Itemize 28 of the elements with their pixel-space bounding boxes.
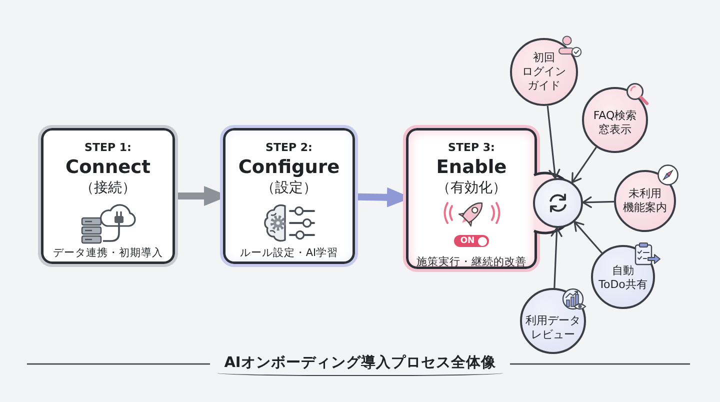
arrow bbox=[574, 221, 602, 254]
step-subtitle: （接続） bbox=[80, 178, 136, 196]
step-box bbox=[403, 125, 540, 272]
step-title: Configure bbox=[238, 156, 340, 178]
step-subtitle: （有効化） bbox=[436, 178, 506, 196]
step-description: データ連携・初期導入 bbox=[53, 246, 163, 260]
step-description: 施策実行・継続的改善 bbox=[416, 255, 526, 269]
step-description: ルール設定・AI学習 bbox=[240, 246, 338, 260]
step-subtitle: （設定） bbox=[261, 178, 317, 196]
toggle-switch: ON bbox=[454, 235, 489, 247]
step-title: Connect bbox=[66, 156, 150, 178]
feature-label: 未利用機能案内 bbox=[623, 187, 667, 215]
diagram-title: AIオンボーディング導入プロセス全体像 bbox=[217, 354, 503, 376]
feature-label: 利用データレビュー bbox=[526, 314, 580, 342]
feature-label: FAQ検索窓表示 bbox=[593, 109, 637, 137]
step-box bbox=[220, 125, 358, 267]
feature-label: 初回ログインガイド bbox=[522, 51, 566, 93]
step-title: Enable bbox=[436, 156, 507, 178]
feature-circle bbox=[582, 87, 648, 153]
step-label: STEP 3: bbox=[448, 140, 495, 154]
step-box bbox=[38, 125, 178, 267]
arrow bbox=[571, 146, 597, 184]
feature-label: 自動ToDo共有 bbox=[598, 264, 648, 292]
arrow bbox=[582, 196, 614, 208]
arrow bbox=[550, 227, 562, 288]
step-label: STEP 1: bbox=[84, 140, 132, 154]
arrow bbox=[546, 106, 560, 179]
step-label: STEP 2: bbox=[266, 140, 312, 154]
